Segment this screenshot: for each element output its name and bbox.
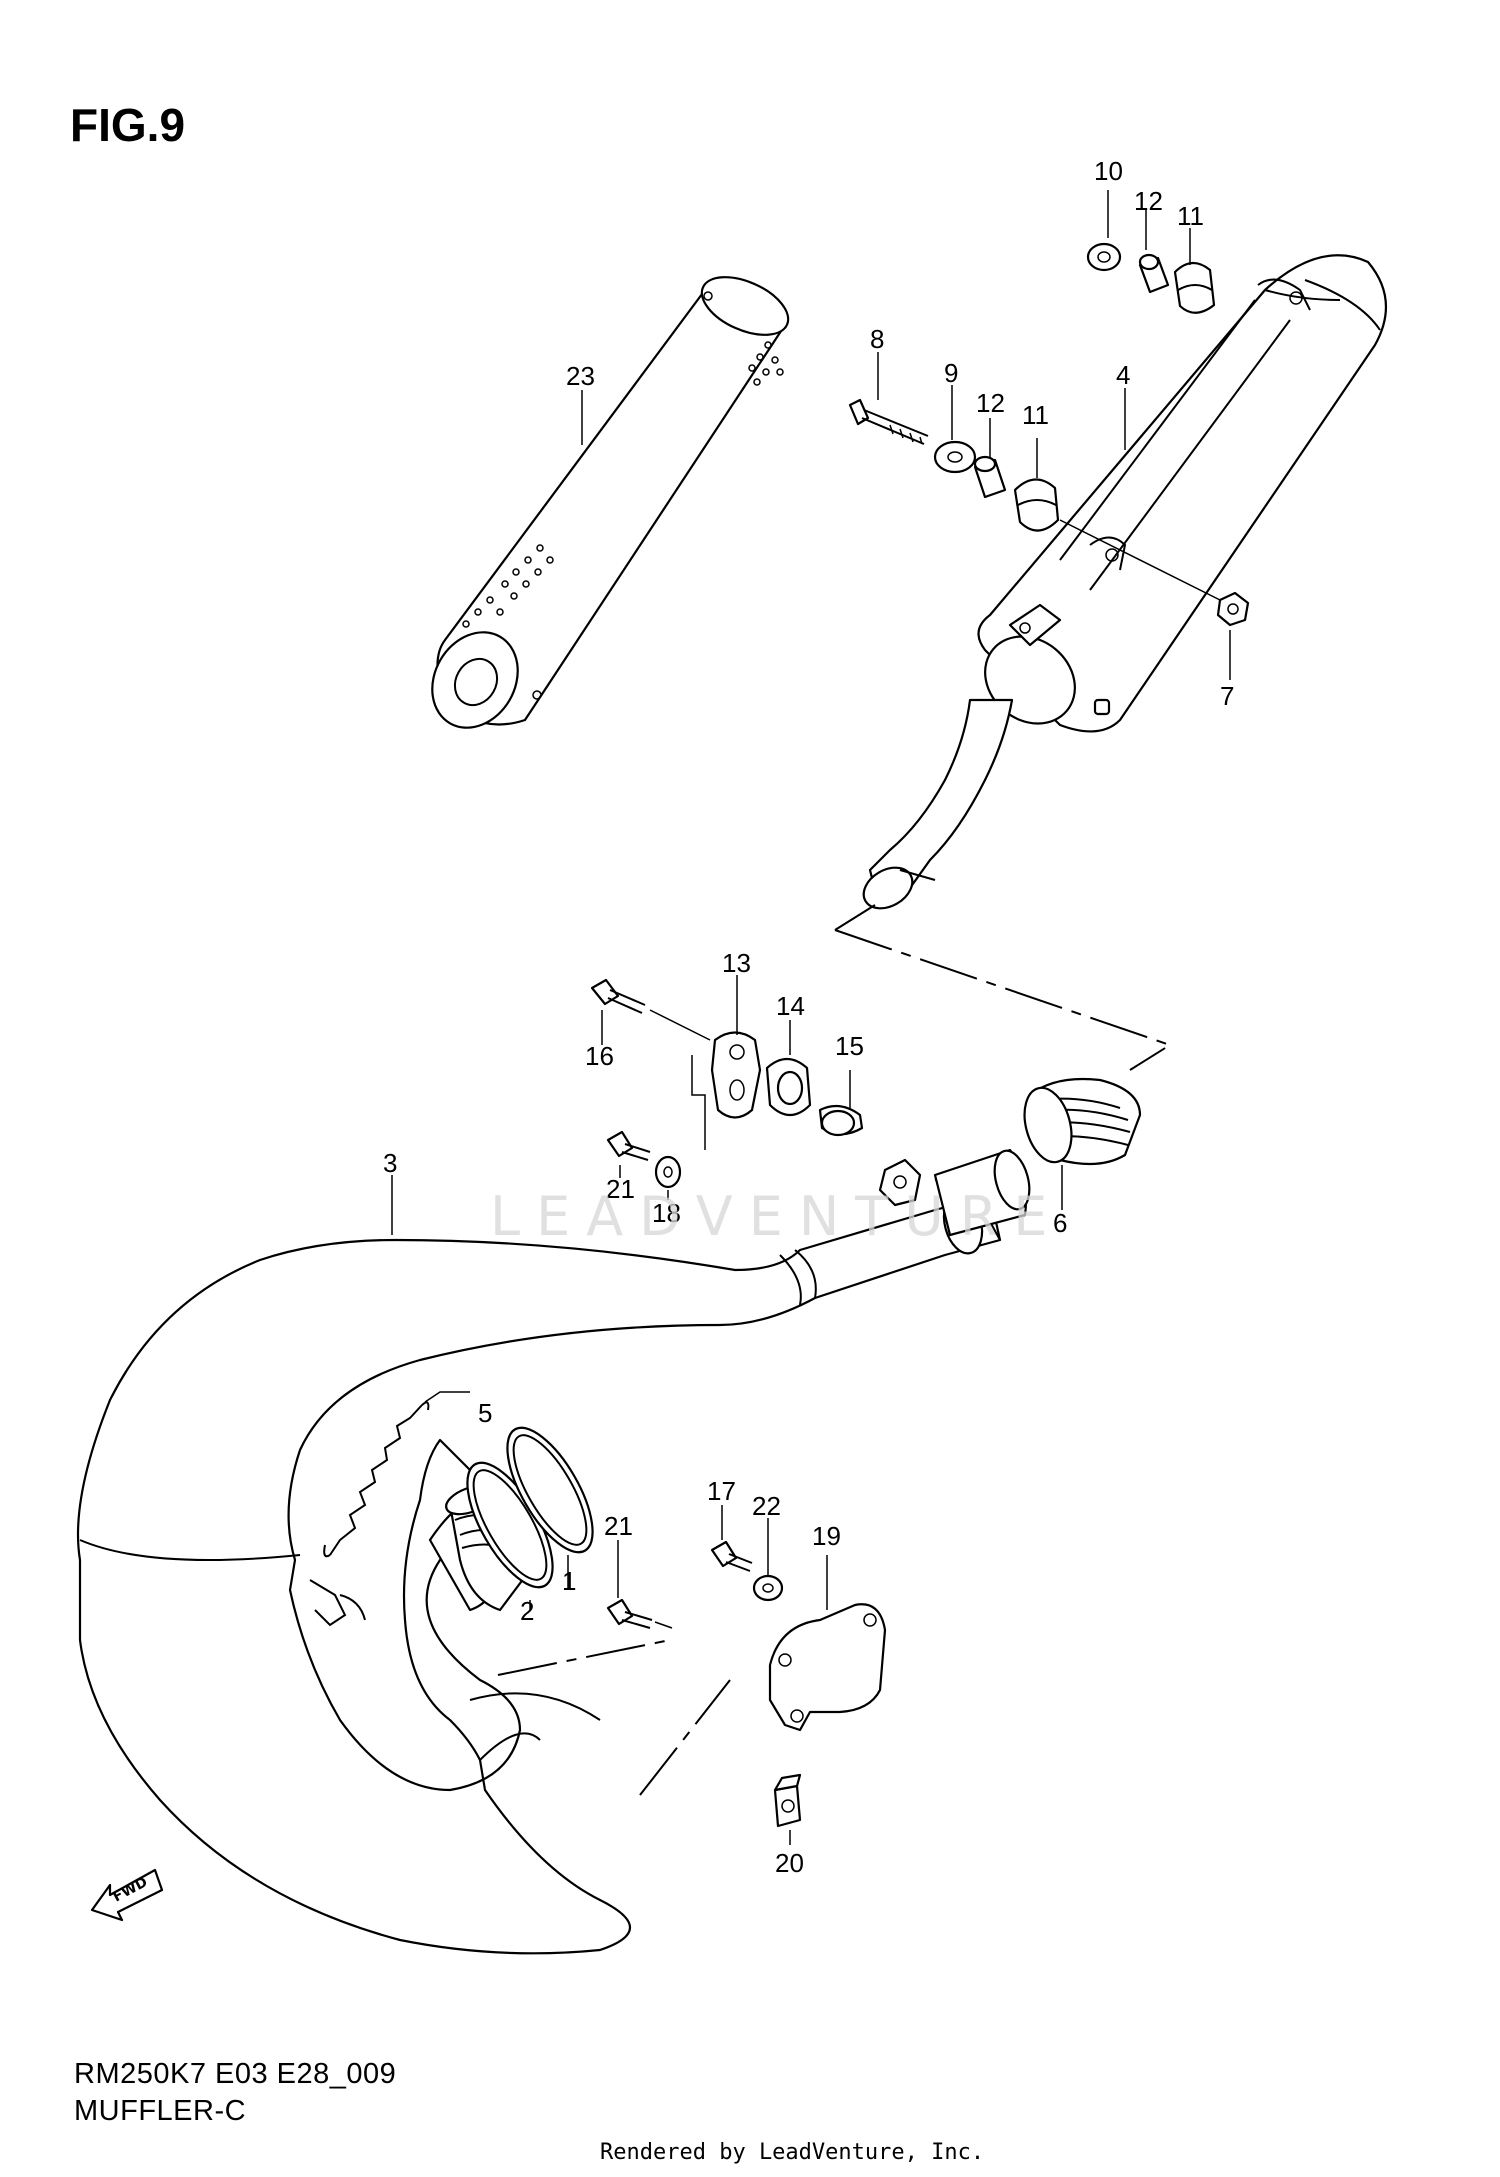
callout-17[interactable]: 17 bbox=[707, 1476, 736, 1506]
part-8-bolt[interactable] bbox=[848, 398, 929, 445]
part-14-grommet[interactable] bbox=[765, 1057, 812, 1117]
rendered-by-credit: Rendered by LeadVenture, Inc. bbox=[600, 2140, 985, 2165]
part-17-bolt[interactable] bbox=[710, 1540, 753, 1572]
dash-leader-bolt bbox=[497, 1639, 671, 1676]
callout-15[interactable]: 15 bbox=[835, 1031, 864, 1061]
callout-22[interactable]: 22 bbox=[752, 1491, 781, 1521]
diagram-name: MUFFLER-C bbox=[74, 2095, 247, 2127]
callout-numbers: 10 12 11 8 9 12 11 4 23 7 13 14 15 16 21… bbox=[383, 156, 1234, 1878]
part-5-spring[interactable] bbox=[323, 1391, 470, 1558]
dash-leader-bracket bbox=[639, 1679, 731, 1796]
shield-holes-bottom bbox=[462, 544, 554, 628]
part-18-washer[interactable] bbox=[654, 1155, 682, 1189]
part-19-bracket[interactable] bbox=[768, 1603, 887, 1732]
part-20-clip-nut[interactable] bbox=[773, 1773, 802, 1828]
callout-3[interactable]: 3 bbox=[383, 1148, 397, 1178]
callout-11-mid[interactable]: 11 bbox=[1022, 400, 1049, 430]
callout-18[interactable]: 18 bbox=[652, 1198, 681, 1228]
callout-11-top[interactable]: 11 bbox=[1177, 201, 1204, 231]
callout-14[interactable]: 14 bbox=[776, 991, 805, 1021]
callout-7[interactable]: 7 bbox=[1220, 681, 1234, 711]
callout-10[interactable]: 10 bbox=[1094, 156, 1123, 186]
watermark: LEADVENTURE bbox=[490, 1185, 1064, 1248]
callout-9[interactable]: 9 bbox=[944, 358, 958, 388]
part-13-bracket[interactable] bbox=[710, 1031, 762, 1119]
part-22-washer[interactable] bbox=[752, 1574, 784, 1602]
part-7-nut[interactable] bbox=[1216, 591, 1250, 627]
part-1-gasket[interactable] bbox=[491, 1415, 609, 1564]
figure-title: FIG.9 bbox=[70, 99, 186, 151]
callout-19[interactable]: 19 bbox=[812, 1521, 841, 1551]
part-15-collar[interactable] bbox=[818, 1104, 864, 1137]
part-16-bolt[interactable] bbox=[590, 978, 711, 1041]
part-10-washer-top[interactable] bbox=[1086, 242, 1122, 272]
part-11-grommet-top[interactable] bbox=[1173, 261, 1216, 314]
callout-1[interactable]: 1 bbox=[562, 1566, 576, 1596]
diagram-code: RM250K7 E03 E28_009 bbox=[74, 2058, 397, 2090]
callout-23[interactable]: 23 bbox=[566, 361, 595, 391]
part-12-collar-mid[interactable] bbox=[973, 455, 1007, 499]
callout-2[interactable]: 2 bbox=[520, 1596, 534, 1626]
callout-5[interactable]: 5 bbox=[478, 1398, 492, 1428]
part-9-washer[interactable] bbox=[933, 440, 977, 474]
bracket-leader bbox=[691, 1055, 706, 1150]
part-4-muffler[interactable] bbox=[856, 254, 1387, 916]
callout-6[interactable]: 6 bbox=[1053, 1208, 1067, 1238]
part-21-bolt-lower[interactable] bbox=[606, 1598, 673, 1629]
part-11-grommet-mid[interactable] bbox=[1013, 478, 1221, 601]
part-3-expansion-chamber[interactable] bbox=[76, 1147, 1035, 1955]
callout-20[interactable]: 20 bbox=[775, 1848, 804, 1878]
spring-hook bbox=[309, 1579, 366, 1627]
part-6-joint-gasket[interactable] bbox=[1017, 1077, 1142, 1167]
callout-8[interactable]: 8 bbox=[870, 324, 884, 354]
callout-13[interactable]: 13 bbox=[722, 948, 751, 978]
pipe-clamp bbox=[878, 1158, 922, 1207]
callout-12-mid[interactable]: 12 bbox=[976, 388, 1005, 418]
part-12-collar-top[interactable] bbox=[1138, 253, 1170, 294]
callout-leaders bbox=[391, 190, 1231, 1845]
callout-21-lower[interactable]: 21 bbox=[604, 1511, 633, 1541]
fwd-direction-arrow: FWD bbox=[90, 1868, 164, 1922]
part-21-bolt-upper[interactable] bbox=[606, 1130, 651, 1161]
callout-4[interactable]: 4 bbox=[1116, 360, 1130, 390]
callout-21-upper[interactable]: 21 bbox=[606, 1174, 635, 1204]
part-23-silencer-shield[interactable] bbox=[415, 265, 796, 743]
callout-12-top[interactable]: 12 bbox=[1134, 186, 1163, 216]
callout-16[interactable]: 16 bbox=[585, 1041, 614, 1071]
shield-holes-top bbox=[748, 341, 784, 386]
